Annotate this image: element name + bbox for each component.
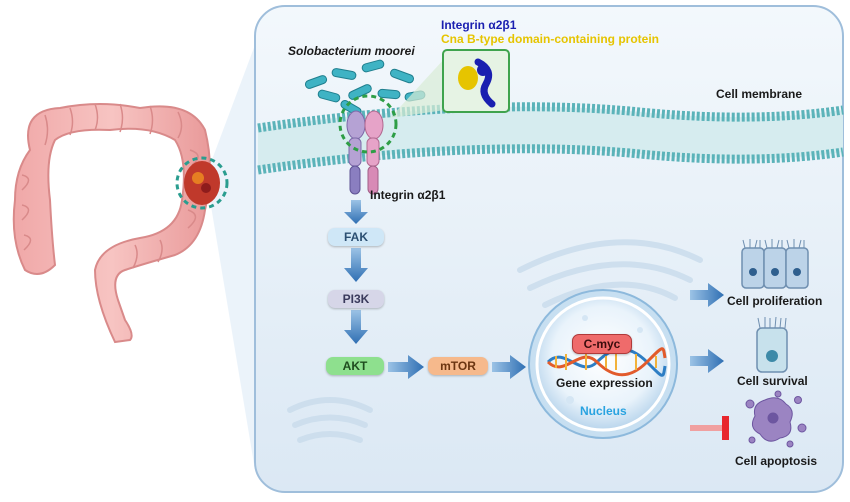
cell-proliferation-label: Cell proliferation xyxy=(727,294,823,308)
mtor-node: mTOR xyxy=(428,357,488,375)
cell-apoptosis-label: Cell apoptosis xyxy=(735,454,818,468)
inset-cna-label: Cna B-type domain-containing protein xyxy=(441,32,659,46)
apoptotic-cell xyxy=(745,390,807,448)
akt-node: AKT xyxy=(326,357,384,375)
inset-integrin-label: Integrin α2β1 xyxy=(441,18,517,32)
fak-node: FAK xyxy=(328,228,384,246)
cell-survival-label: Cell survival xyxy=(737,374,808,388)
cell-membrane-label: Cell membrane xyxy=(716,87,803,101)
integrin-label: Integrin α2β1 xyxy=(370,188,446,202)
background-organelles xyxy=(287,239,703,443)
pathway-arrows-vertical xyxy=(344,200,368,344)
pi3k-node: PI3K xyxy=(328,290,384,308)
cell-membrane xyxy=(257,102,844,175)
protein-structure-inset xyxy=(390,49,510,118)
cmyc-node: C-myc xyxy=(572,334,632,354)
colon-illustration xyxy=(12,103,229,344)
proliferating-cells xyxy=(741,239,809,289)
nucleus-label: Nucleus xyxy=(580,404,627,418)
integrin-receptor xyxy=(338,94,398,195)
nucleus xyxy=(528,289,678,439)
pathway-arrows-horizontal xyxy=(388,283,724,379)
gene-expression-label: Gene expression xyxy=(556,376,653,390)
bacterium-label: Solobacterium moorei xyxy=(288,44,415,58)
zoom-wedge xyxy=(210,45,255,470)
surviving-cell xyxy=(756,316,788,373)
apoptosis-inhibition xyxy=(690,416,729,440)
